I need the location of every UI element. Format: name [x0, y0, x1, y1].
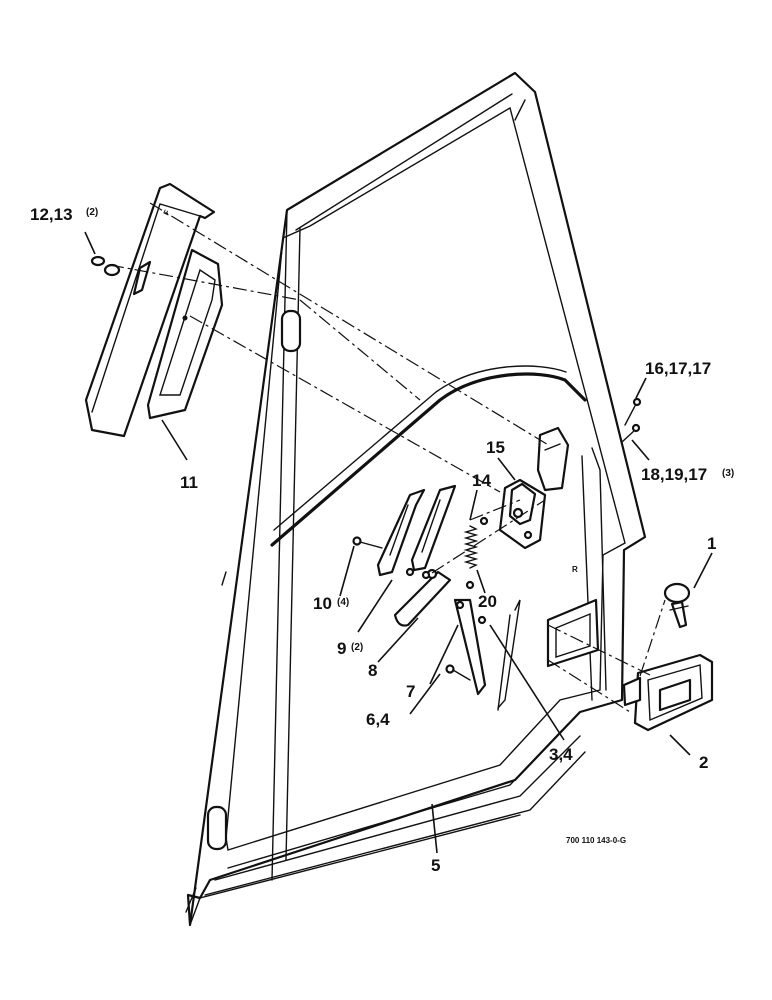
callout-1: 1 [707, 534, 716, 553]
callout-3-4: 3,4 [549, 745, 573, 764]
screws-16-19 [621, 397, 642, 443]
small-fasteners [352, 516, 489, 681]
callout-12-13-qty: (2) [86, 207, 98, 218]
callout-16-17-17: 16,17,17 [645, 359, 711, 378]
callout-9: 9 [337, 639, 346, 658]
bolt-washer-12-13 [90, 255, 121, 277]
callout-10-qty: (4) [337, 597, 349, 608]
callout-20: 20 [478, 592, 497, 611]
callout-9-qty: (2) [351, 642, 363, 653]
link-bracket-9-right [410, 484, 457, 572]
callout-6-4: 6,4 [366, 710, 390, 729]
callout-labels: 1 2 3,4 5 6,4 7 8 9 (2) 10 (4) 11 12,13 … [30, 205, 734, 875]
callout-18-19-17: 18,19,17 [641, 465, 707, 484]
door-handle-2 [622, 653, 714, 732]
callout-18-19-17-qty: (3) [722, 468, 734, 479]
callout-8: 8 [368, 661, 377, 680]
armrest-part: F [84, 182, 224, 438]
callout-7: 7 [406, 682, 415, 701]
center-lines [109, 202, 666, 713]
key-1 [663, 582, 691, 629]
callout-12-13: 12,13 [30, 205, 73, 224]
link-bracket-9-left [376, 488, 426, 577]
handle-lever-8 [393, 568, 452, 627]
callout-11: 11 [180, 473, 198, 492]
callout-2: 2 [699, 753, 708, 772]
callout-15: 15 [486, 438, 505, 457]
callout-5: 5 [431, 856, 440, 875]
latch-15 [498, 426, 570, 550]
callout-14: 14 [472, 471, 491, 490]
callout-10: 10 [313, 594, 332, 613]
drawing-code: 700 110 143-0-G [566, 836, 626, 845]
svg-text:R: R [572, 565, 578, 574]
rod-7 [453, 598, 487, 696]
spring-14 [463, 525, 479, 569]
leader-lines [84, 231, 713, 854]
